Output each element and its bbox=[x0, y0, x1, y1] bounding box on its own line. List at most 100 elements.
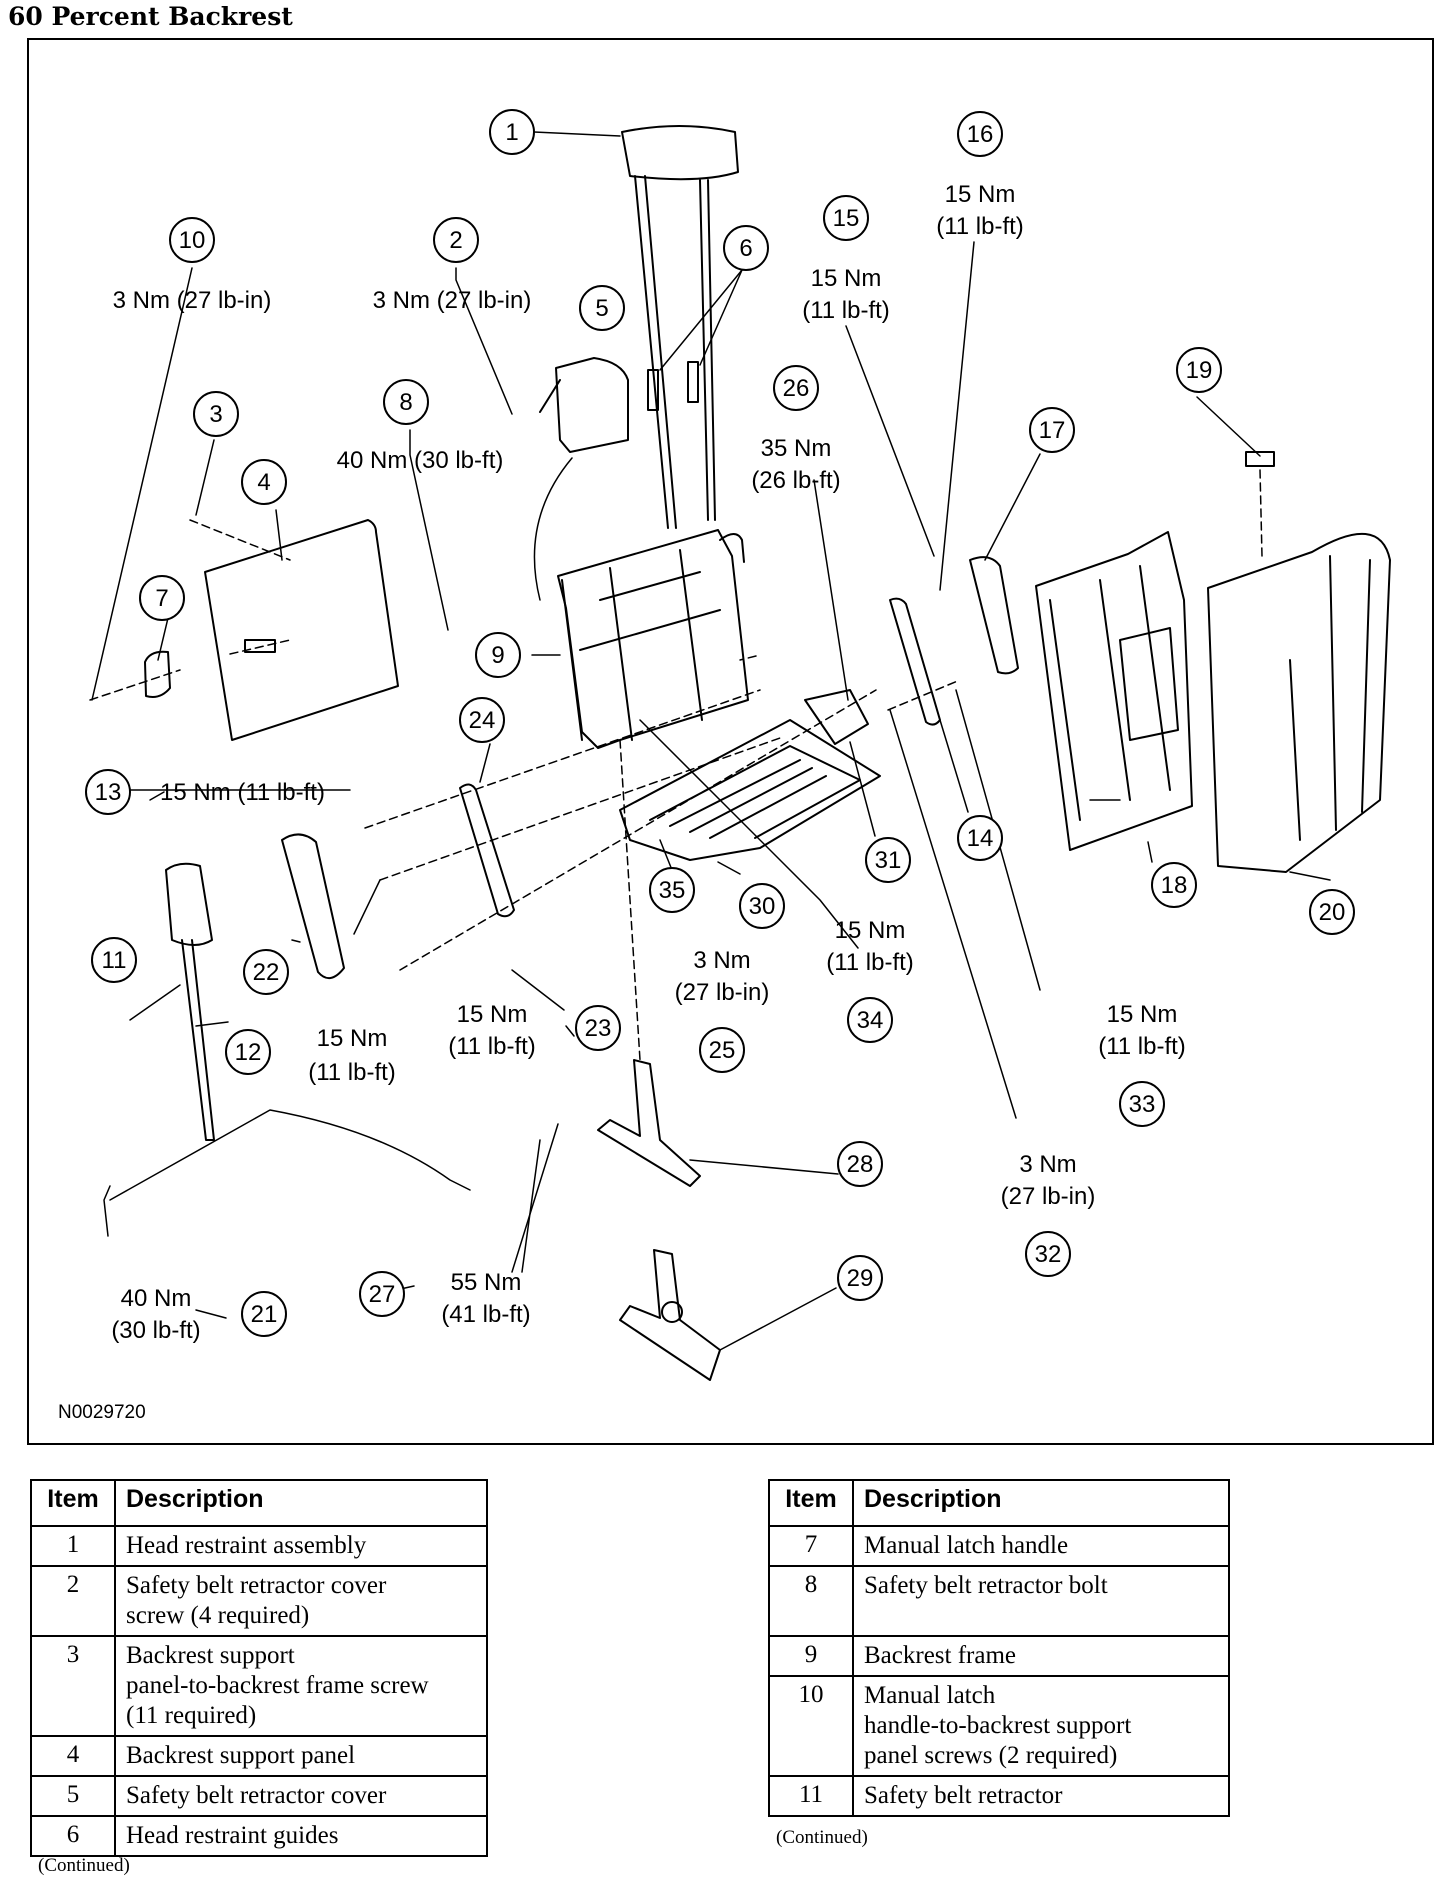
item-number: 2 bbox=[30, 1565, 116, 1637]
svg-text:55 Nm: 55 Nm bbox=[451, 1269, 522, 1296]
svg-text:22: 22 bbox=[253, 959, 280, 986]
svg-text:15 Nm: 15 Nm bbox=[945, 181, 1016, 208]
head-restraint-guides-part bbox=[647, 361, 699, 411]
clip-part bbox=[1245, 451, 1275, 467]
svg-text:40 Nm: 40 Nm bbox=[121, 1285, 192, 1312]
item-description: Manual latch handle bbox=[852, 1525, 1230, 1567]
svg-text:25: 25 bbox=[709, 1037, 736, 1064]
callout-11: 11 bbox=[91, 937, 137, 983]
callout-24: 24 bbox=[459, 697, 505, 743]
item-number: 3 bbox=[30, 1635, 116, 1737]
callout-30: 30 bbox=[739, 883, 785, 929]
svg-text:2: 2 bbox=[449, 227, 462, 254]
retractor-cover-part bbox=[539, 357, 629, 453]
svg-text:(11 lb-ft): (11 lb-ft) bbox=[936, 213, 1024, 240]
svg-text:15 Nm: 15 Nm bbox=[317, 1025, 388, 1052]
svg-text:(11 lb-ft): (11 lb-ft) bbox=[802, 297, 890, 324]
svg-text:35: 35 bbox=[659, 877, 686, 904]
item-number: 7 bbox=[768, 1525, 854, 1567]
svg-text:15 Nm: 15 Nm bbox=[457, 1001, 528, 1028]
callout-32: 323 Nm(27 lb-in) bbox=[1001, 1151, 1096, 1277]
callout-20: 20 bbox=[1309, 889, 1355, 935]
table-row: 1 Head restraint assembly bbox=[30, 1525, 488, 1567]
svg-text:3 Nm (27 lb-in): 3 Nm (27 lb-in) bbox=[373, 287, 532, 314]
callout-27: 27 55 Nm (41 lb-ft) bbox=[359, 1269, 531, 1328]
svg-text:3 Nm: 3 Nm bbox=[693, 947, 750, 974]
svg-text:20: 20 bbox=[1319, 899, 1346, 926]
svg-text:24: 24 bbox=[469, 707, 496, 734]
svg-text:4: 4 bbox=[257, 469, 270, 496]
manual-latch-handle-part bbox=[144, 650, 171, 698]
callout-25: 253 Nm(27 lb-in) bbox=[675, 947, 769, 1073]
exploded-view-diagram: 1 2 3 Nm (27 lb-in) 3 4 5 6 7 840 Nm (30 … bbox=[58, 109, 1391, 1423]
callout-3: 3 bbox=[193, 391, 239, 437]
item-description: Backrest support panel bbox=[114, 1735, 488, 1777]
table-row: 7 Manual latch handle bbox=[768, 1525, 1230, 1567]
backrest-frame-part bbox=[557, 529, 749, 749]
callout-28: 28 bbox=[837, 1141, 883, 1187]
column-header-description: Description bbox=[852, 1479, 1230, 1527]
svg-text:(27 lb-in): (27 lb-in) bbox=[1001, 1183, 1096, 1210]
item-number: 10 bbox=[768, 1675, 854, 1777]
svg-text:15 Nm: 15 Nm bbox=[1107, 1001, 1178, 1028]
svg-text:3 Nm (27 lb-in): 3 Nm (27 lb-in) bbox=[113, 287, 272, 314]
callout-18: 18 bbox=[1151, 862, 1197, 908]
parts-table-left: Item Description 1 Head restraint assemb… bbox=[30, 1479, 488, 1857]
figure-id: N0029720 bbox=[58, 1402, 146, 1423]
svg-text:19: 19 bbox=[1186, 357, 1213, 384]
diagram-frame bbox=[27, 38, 1434, 1445]
svg-text:32: 32 bbox=[1035, 1241, 1062, 1268]
table-row: 6 Head restraint guides bbox=[30, 1815, 488, 1857]
trim-panel-part bbox=[281, 833, 345, 979]
svg-text:34: 34 bbox=[857, 1007, 884, 1034]
svg-text:(41 lb-ft): (41 lb-ft) bbox=[441, 1301, 530, 1328]
svg-text:26: 26 bbox=[783, 375, 810, 402]
item-number: 9 bbox=[768, 1635, 854, 1677]
svg-text:(11 lb-ft): (11 lb-ft) bbox=[308, 1059, 396, 1086]
svg-text:33: 33 bbox=[1129, 1091, 1156, 1118]
svg-text:17: 17 bbox=[1039, 417, 1066, 444]
svg-text:5: 5 bbox=[595, 295, 608, 322]
svg-text:7: 7 bbox=[155, 585, 168, 612]
item-description: Safety belt retractor bbox=[852, 1775, 1230, 1817]
seat-cushion-pan-part bbox=[619, 719, 881, 861]
svg-text:23: 23 bbox=[585, 1015, 612, 1042]
item-number: 8 bbox=[768, 1565, 854, 1637]
item-description: Head restraint assembly bbox=[114, 1525, 488, 1567]
callout-14: 14 bbox=[957, 815, 1003, 861]
continued-note-right: (Continued) bbox=[776, 1827, 868, 1848]
safety-belt-retractor-part bbox=[165, 862, 215, 1141]
svg-text:14: 14 bbox=[967, 825, 994, 852]
item-description: Head restraint guides bbox=[114, 1815, 488, 1857]
column-header-item: Item bbox=[768, 1479, 854, 1527]
svg-text:(11 lb-ft): (11 lb-ft) bbox=[1098, 1033, 1186, 1060]
svg-text:6: 6 bbox=[739, 235, 752, 262]
svg-text:27: 27 bbox=[369, 1281, 396, 1308]
svg-text:15: 15 bbox=[833, 205, 860, 232]
recliner-bracket-lower-part bbox=[619, 1249, 721, 1381]
svg-text:(30 lb-ft): (30 lb-ft) bbox=[111, 1317, 200, 1344]
callout-19: 19 bbox=[1176, 347, 1222, 393]
callout-33: 33 15 Nm (11 lb-ft) bbox=[1098, 1001, 1186, 1127]
item-description: Backrest frame bbox=[852, 1635, 1230, 1677]
svg-text:1: 1 bbox=[505, 119, 518, 146]
svg-text:(26 lb-ft): (26 lb-ft) bbox=[751, 467, 840, 494]
svg-text:31: 31 bbox=[875, 847, 902, 874]
svg-text:40 Nm (30 lb-ft): 40 Nm (30 lb-ft) bbox=[337, 447, 504, 474]
head-restraint-part bbox=[621, 125, 739, 529]
svg-text:15 Nm (11 lb-ft): 15 Nm (11 lb-ft) bbox=[160, 779, 325, 806]
backrest-cushion-part bbox=[1035, 531, 1193, 851]
callout-4: 4 bbox=[241, 459, 287, 505]
column-header-item: Item bbox=[30, 1479, 116, 1527]
callout-2: 2 3 Nm (27 lb-in) bbox=[373, 217, 532, 314]
callout-8: 840 Nm (30 lb-ft) bbox=[337, 379, 504, 474]
recliner-bracket-upper-part bbox=[597, 1059, 701, 1187]
